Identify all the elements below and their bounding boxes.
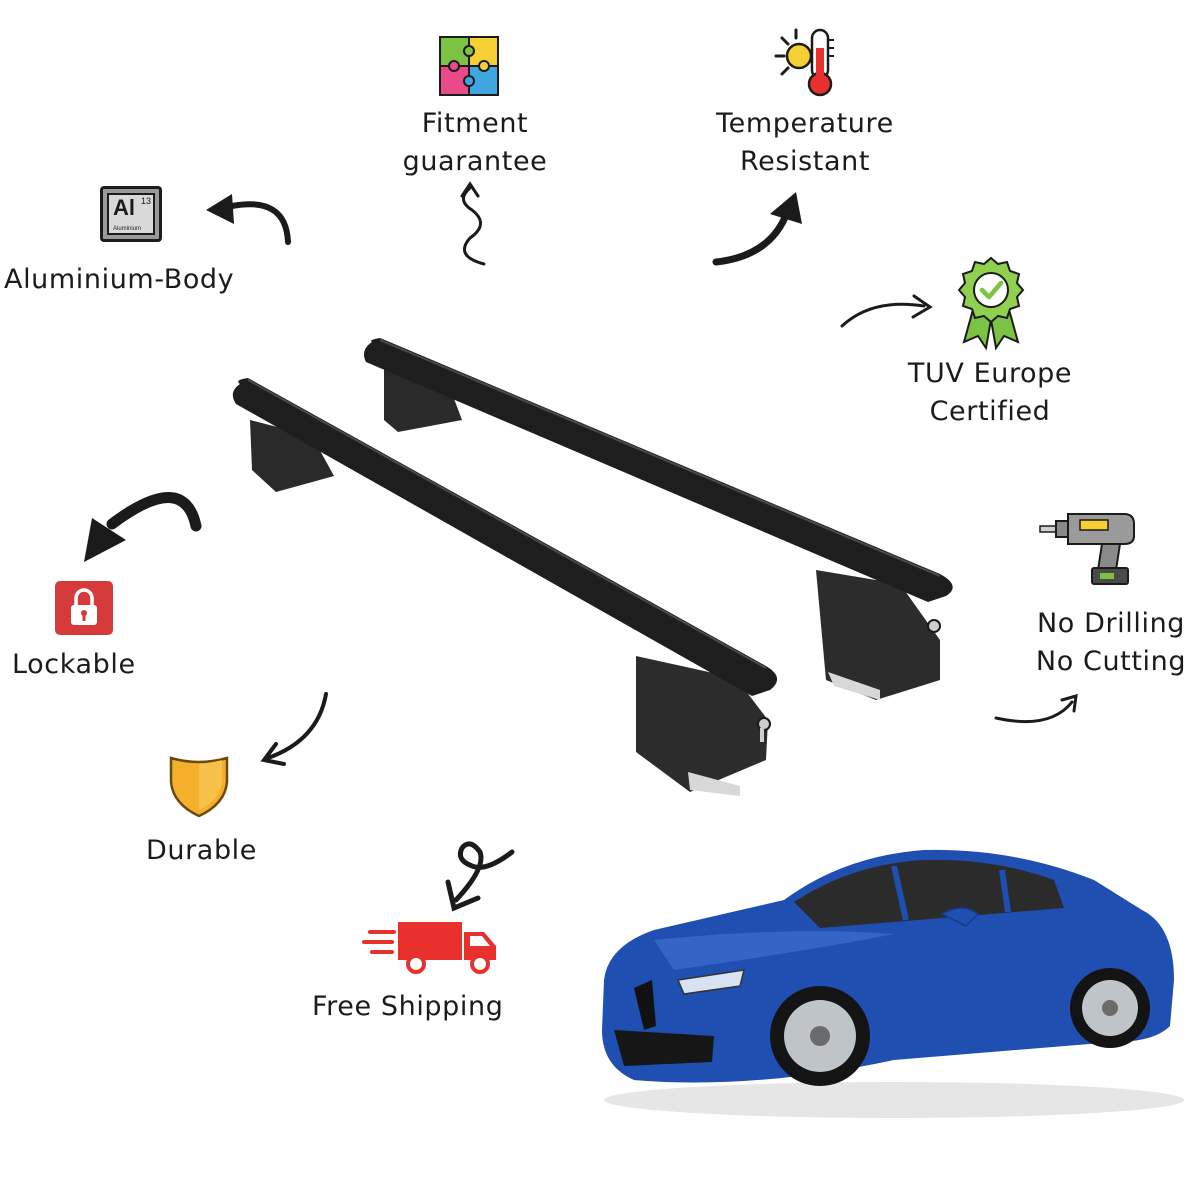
rear-bar-foot-right: [816, 570, 940, 700]
tuv-label-line2: Certified: [929, 396, 1051, 427]
delivery-truck-icon: [362, 922, 496, 974]
front-bar: [232, 378, 778, 696]
blue-sedan-car: [602, 849, 1184, 1118]
cordless-drill-icon: [1039, 513, 1135, 585]
aluminium-element-icon: Al 13 Aluminium: [100, 186, 162, 242]
temperature-label-line1: Temperature: [716, 108, 894, 139]
thermometer-sun-icon: [774, 28, 834, 97]
fitment-label-line2: guarantee: [402, 146, 548, 177]
aluminium-element-name: Aluminium: [113, 226, 142, 232]
drilling-label-line2: No Cutting: [1035, 646, 1187, 677]
shield-icon: [169, 756, 229, 818]
front-bar-foot-right: [636, 656, 768, 792]
shipping-label: Free Shipping: [312, 991, 504, 1022]
durable-label: Durable: [146, 835, 258, 866]
aluminium-label: Aluminium-Body: [4, 264, 235, 295]
temperature-label-line2: Resistant: [739, 146, 871, 177]
fitment-label-line1: Fitment: [421, 108, 529, 139]
padlock-icon: [55, 581, 113, 635]
tuv-label-line1: TUV Europe: [907, 358, 1073, 389]
lockable-label: Lockable: [12, 649, 136, 680]
certified-badge-icon: [957, 256, 1025, 351]
aluminium-atomic-number: 13: [140, 196, 151, 206]
puzzle-icon: [439, 36, 499, 96]
drilling-label-line1: No Drilling: [1036, 608, 1186, 639]
aluminium-symbol: Al: [113, 195, 135, 220]
rear-bar: [364, 338, 953, 602]
